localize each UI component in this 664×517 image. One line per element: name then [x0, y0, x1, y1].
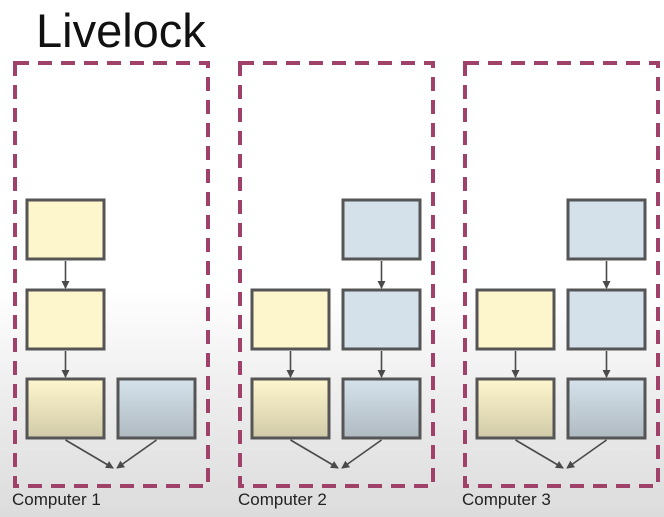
- computer-label-3: Computer 3: [462, 490, 551, 509]
- merge-arrow: [116, 439, 157, 469]
- merge-arrow: [515, 439, 564, 469]
- computer-boundary: [13, 61, 210, 488]
- box-shade: [569, 380, 644, 437]
- merge-arrow: [341, 439, 382, 469]
- merge-arrow: [290, 439, 339, 469]
- merge-arrow: [566, 439, 607, 469]
- box-shade: [28, 380, 103, 437]
- yellow-task-box: [475, 288, 556, 351]
- computer-boundary: [463, 61, 660, 488]
- box-shade: [253, 380, 328, 437]
- computer-panel-2: [238, 61, 435, 488]
- yellow-task-box: [25, 288, 106, 351]
- computer-label-1: Computer 1: [12, 490, 101, 509]
- box-shade: [344, 380, 419, 437]
- box-shade: [478, 380, 553, 437]
- yellow-task-box: [25, 198, 106, 261]
- computer-panel-1: [13, 61, 210, 488]
- computer-panel-3: [463, 61, 660, 488]
- blue-task-box: [566, 288, 647, 351]
- computer-boundary: [238, 61, 435, 488]
- merge-arrow: [65, 439, 114, 469]
- computer-label-2: Computer 2: [238, 490, 327, 509]
- yellow-task-box: [250, 288, 331, 351]
- blue-task-box: [566, 198, 647, 261]
- blue-task-box: [341, 198, 422, 261]
- blue-task-box: [341, 288, 422, 351]
- page-title: Livelock: [36, 4, 206, 57]
- box-shade: [119, 380, 194, 437]
